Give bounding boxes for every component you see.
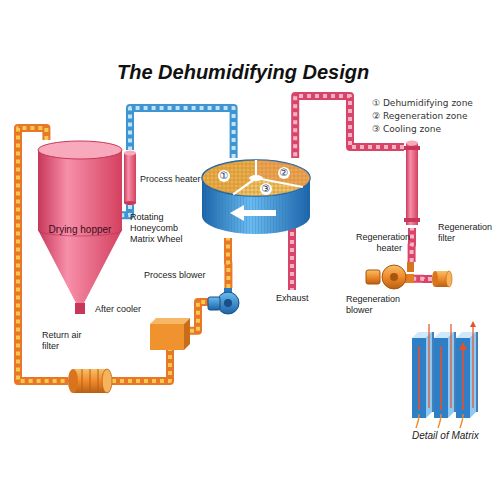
ellipse-part bbox=[102, 369, 112, 393]
path-part bbox=[429, 324, 473, 408]
component-shape bbox=[200, 158, 312, 238]
rect-part bbox=[208, 297, 220, 310]
callout-number: ② bbox=[278, 167, 290, 179]
component-label: Regeneration blower bbox=[346, 294, 406, 316]
rect-part bbox=[75, 303, 85, 314]
circle-part bbox=[382, 265, 406, 289]
ellipse-part bbox=[38, 141, 122, 159]
component-label: Rotating Honeycomb Matrix Wheel bbox=[130, 212, 196, 245]
rect-part bbox=[150, 324, 184, 350]
matrix-wheel: Rotating Honeycomb Matrix Wheel bbox=[200, 158, 312, 238]
component-label: Return air filter bbox=[42, 330, 92, 352]
inset-caption: Detail of Matrix bbox=[412, 430, 479, 441]
component-shape bbox=[124, 150, 136, 205]
pipe-body bbox=[122, 205, 130, 215]
pipe-connector bbox=[414, 278, 432, 279]
legend-entry: ③ Cooling zone bbox=[372, 123, 441, 135]
pipe-stripe bbox=[130, 108, 234, 158]
ellipse-part bbox=[432, 271, 438, 287]
circle-part bbox=[390, 273, 398, 281]
rect-part bbox=[406, 143, 418, 225]
pipe-stripe bbox=[122, 205, 130, 215]
component-shape bbox=[150, 318, 190, 350]
pipe-body bbox=[414, 275, 432, 283]
path-part bbox=[82, 369, 98, 393]
ellipse-part bbox=[124, 151, 136, 156]
ellipse-part bbox=[446, 271, 452, 287]
pipe-body bbox=[112, 350, 170, 381]
pipe-stripe bbox=[414, 277, 432, 281]
component-shape bbox=[366, 262, 414, 290]
path-part bbox=[233, 160, 303, 194]
after-cooler: After cooler bbox=[150, 318, 190, 350]
component-label: Regeneration heater bbox=[356, 232, 402, 254]
pipe-body bbox=[224, 238, 232, 288]
pipe-stripe bbox=[226, 238, 230, 288]
matrix-detail-illustration bbox=[412, 324, 478, 428]
ellipse-part bbox=[202, 160, 310, 196]
regeneration-blower: Regeneration blower bbox=[366, 262, 414, 290]
process-heater: Process heater bbox=[124, 150, 136, 205]
pipe-body bbox=[190, 302, 208, 331]
component-shape bbox=[208, 288, 242, 316]
path-part bbox=[416, 414, 463, 428]
component-label: Process heater bbox=[140, 174, 201, 185]
process-blower: Process blower bbox=[208, 288, 242, 316]
exhaust-label: Exhaust bbox=[276, 293, 309, 304]
rect-part bbox=[366, 270, 380, 284]
pipe-connector bbox=[411, 228, 412, 262]
path-part bbox=[150, 318, 190, 324]
rect-part bbox=[404, 146, 420, 150]
component-shape bbox=[68, 368, 112, 394]
path-part bbox=[230, 205, 276, 221]
legend-entry: ② Regeneration zone bbox=[372, 110, 468, 122]
component-label: Regeneration filter bbox=[438, 222, 496, 244]
pipe-stripe bbox=[112, 350, 170, 381]
path-part bbox=[290, 224, 294, 290]
legend-entry: ① Dehumidifying zone bbox=[372, 97, 473, 109]
circle-part bbox=[224, 299, 232, 307]
regeneration-heater: Regeneration heater bbox=[404, 140, 420, 228]
pipe-body bbox=[130, 108, 234, 158]
path-part bbox=[288, 224, 296, 290]
ellipse-part bbox=[68, 369, 78, 393]
callout-number: ① bbox=[218, 170, 230, 182]
ellipse-part bbox=[202, 160, 310, 196]
drying-hopper: Drying hopper bbox=[38, 140, 122, 315]
path-part bbox=[38, 230, 122, 303]
component-label: After cooler bbox=[95, 304, 141, 315]
component-shape bbox=[404, 140, 420, 228]
ellipse-part bbox=[124, 201, 136, 205]
component-label: Drying hopper bbox=[40, 224, 120, 235]
rect-part bbox=[404, 218, 420, 222]
path-part bbox=[419, 346, 463, 410]
rect-part bbox=[407, 262, 414, 272]
pipe-stripe bbox=[190, 302, 208, 331]
diagram-title: The Dehumidifying Design bbox=[117, 60, 369, 84]
regeneration-filter: Regeneration filter bbox=[432, 270, 452, 288]
component-shape bbox=[432, 270, 452, 288]
path-part bbox=[184, 318, 190, 350]
pipe-connector bbox=[190, 302, 208, 331]
exhaust-pipe bbox=[292, 224, 293, 290]
ellipse-part bbox=[249, 175, 263, 181]
pipe-body bbox=[408, 228, 416, 262]
rect-part bbox=[124, 153, 136, 203]
component-label: Process blower bbox=[144, 270, 206, 281]
rect-part bbox=[38, 150, 122, 230]
pipe-connector bbox=[228, 238, 229, 288]
return-air-filter: Return air filter bbox=[68, 368, 112, 394]
pipe-connector bbox=[130, 108, 234, 158]
pipe-stripe bbox=[410, 228, 414, 262]
ellipse-part bbox=[406, 141, 418, 146]
callout-number: ③ bbox=[260, 183, 272, 195]
pipe-connector bbox=[122, 205, 130, 215]
pipe-connector bbox=[112, 350, 170, 381]
